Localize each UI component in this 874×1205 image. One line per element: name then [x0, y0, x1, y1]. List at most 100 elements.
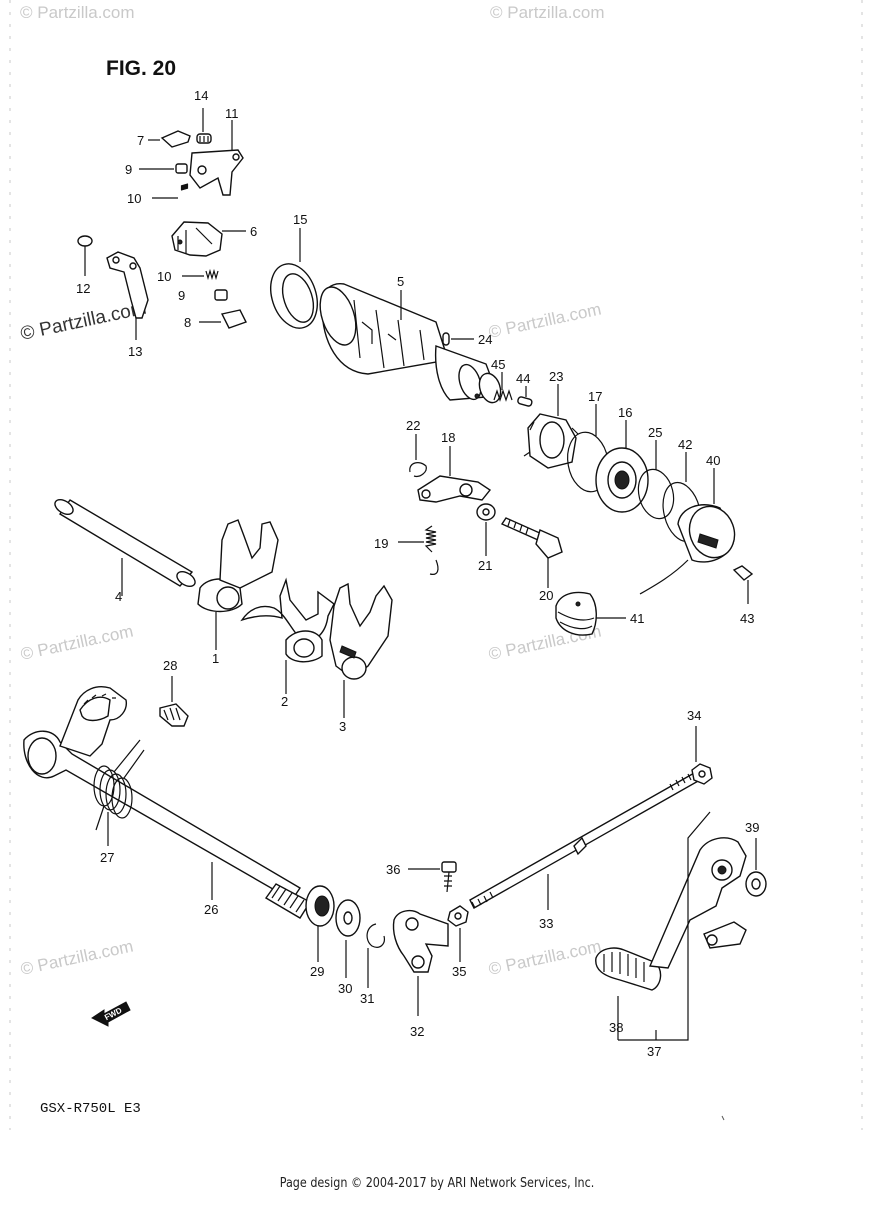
watermark-3: © Partzilla.com: [19, 298, 149, 345]
part-35-nut: [447, 905, 469, 962]
part-30-washer: [335, 899, 361, 978]
part-41-cover: [555, 591, 626, 636]
label-14: 14: [194, 88, 208, 103]
part-44-dowel: [517, 386, 533, 407]
label-7: 7: [137, 133, 144, 148]
part-26-gearshift-shaft: [23, 686, 311, 919]
label-12: 12: [76, 281, 90, 296]
label-34: 34: [687, 708, 701, 723]
label-5: 5: [397, 274, 404, 289]
label-13: 13: [128, 344, 142, 359]
part-25-circlip: [637, 440, 675, 520]
part-1-fork: [197, 519, 279, 650]
label-2: 2: [281, 694, 288, 709]
part-10-spring-upper: [152, 183, 189, 199]
part-21-washer: [476, 503, 496, 556]
label-29: 29: [310, 964, 324, 979]
label-9-lower: 9: [178, 288, 185, 303]
part-6-stopper-cam: [171, 221, 246, 257]
part-40-switch: [639, 468, 736, 595]
part-3-fork: [329, 582, 393, 718]
part-labels: 14 11 7 9 10 6 10 9 8 12 13 15 5 24 45 4…: [76, 88, 759, 1059]
label-15: 15: [293, 212, 307, 227]
part-5-shift-drum: [319, 283, 502, 404]
label-16: 16: [618, 405, 632, 420]
part-28-bolt: [159, 676, 189, 727]
part-33-tie-rod: [469, 771, 701, 910]
part-45-pin: [493, 372, 513, 402]
part-7-bracket: [148, 130, 191, 148]
label-27: 27: [100, 850, 114, 865]
part-16-bearing: [595, 420, 649, 513]
label-4: 4: [115, 589, 122, 604]
label-35: 35: [452, 964, 466, 979]
part-12-bolt: [77, 235, 93, 276]
part-43-screw: [732, 565, 754, 604]
label-10-lower: 10: [157, 269, 171, 284]
label-40: 40: [706, 453, 720, 468]
label-30: 30: [338, 981, 352, 996]
part-9-pin-upper: [139, 163, 188, 174]
label-32: 32: [410, 1024, 424, 1039]
label-38: 38: [609, 1020, 623, 1035]
label-31: 31: [360, 991, 374, 1006]
part-15-bearing: [270, 228, 318, 329]
part-9-pin-lower: [214, 289, 228, 301]
label-6: 6: [250, 224, 257, 239]
label-24: 24: [478, 332, 492, 347]
part-22-clip: [409, 434, 427, 477]
part-10-spring-lower: [182, 268, 219, 281]
part-14-screw: [196, 108, 212, 144]
label-23: 23: [549, 369, 563, 384]
label-19: 19: [374, 536, 388, 551]
part-13-stopper-arm: [106, 251, 149, 340]
watermark-7: © Partzilla.com: [19, 937, 135, 979]
part-31-circlip: [366, 923, 385, 988]
watermark-1: © Partzilla.com: [20, 3, 135, 22]
label-43: 43: [740, 611, 754, 626]
part-11-plate: [189, 120, 244, 196]
label-44: 44: [516, 371, 530, 386]
label-8: 8: [184, 315, 191, 330]
label-10-upper: 10: [127, 191, 141, 206]
label-36: 36: [386, 862, 400, 877]
label-3: 3: [339, 719, 346, 734]
part-36-bolt: [408, 861, 457, 893]
label-45: 45: [491, 357, 505, 372]
label-28: 28: [163, 658, 177, 673]
watermark-8: © Partzilla.com: [487, 937, 603, 979]
part-2-fork: [240, 577, 335, 694]
part-20-bolt: [500, 517, 563, 588]
part-27-spring: [93, 739, 145, 846]
label-1: 1: [212, 651, 219, 666]
part-18-lever: [417, 446, 492, 503]
label-11: 11: [225, 106, 239, 121]
part-38-gearshift-lever: [595, 837, 747, 1040]
label-26: 26: [204, 902, 218, 917]
label-9-upper: 9: [125, 162, 132, 177]
label-21: 21: [478, 558, 492, 573]
label-18: 18: [441, 430, 455, 445]
part-8-block: [199, 309, 247, 329]
watermark-5: © Partzilla.com: [19, 622, 135, 664]
part-24-pin: [442, 332, 474, 346]
label-42: 42: [678, 437, 692, 452]
part-34-nut: [691, 726, 713, 785]
label-39: 39: [745, 820, 759, 835]
part-37-bracket-line: [618, 811, 711, 1041]
part-32-shift-arm: [392, 909, 449, 1016]
label-41: 41: [630, 611, 644, 626]
part-23-cam-plate: [523, 384, 579, 469]
part-29-oil-seal: [305, 885, 335, 962]
label-22: 22: [406, 418, 420, 433]
watermark-2: © Partzilla.com: [490, 3, 605, 22]
model-code: GSX-R750L E3: [40, 1101, 141, 1117]
fwd-arrow-icon: FWD: [91, 1001, 131, 1027]
watermark-4: © Partzilla.com: [487, 300, 603, 342]
footer-copyright: Page design © 2004-2017 by ARI Network S…: [279, 1176, 595, 1191]
part-4-fork-shaft: [54, 498, 196, 596]
label-17: 17: [588, 389, 602, 404]
border-ticks: [9, 0, 863, 1130]
